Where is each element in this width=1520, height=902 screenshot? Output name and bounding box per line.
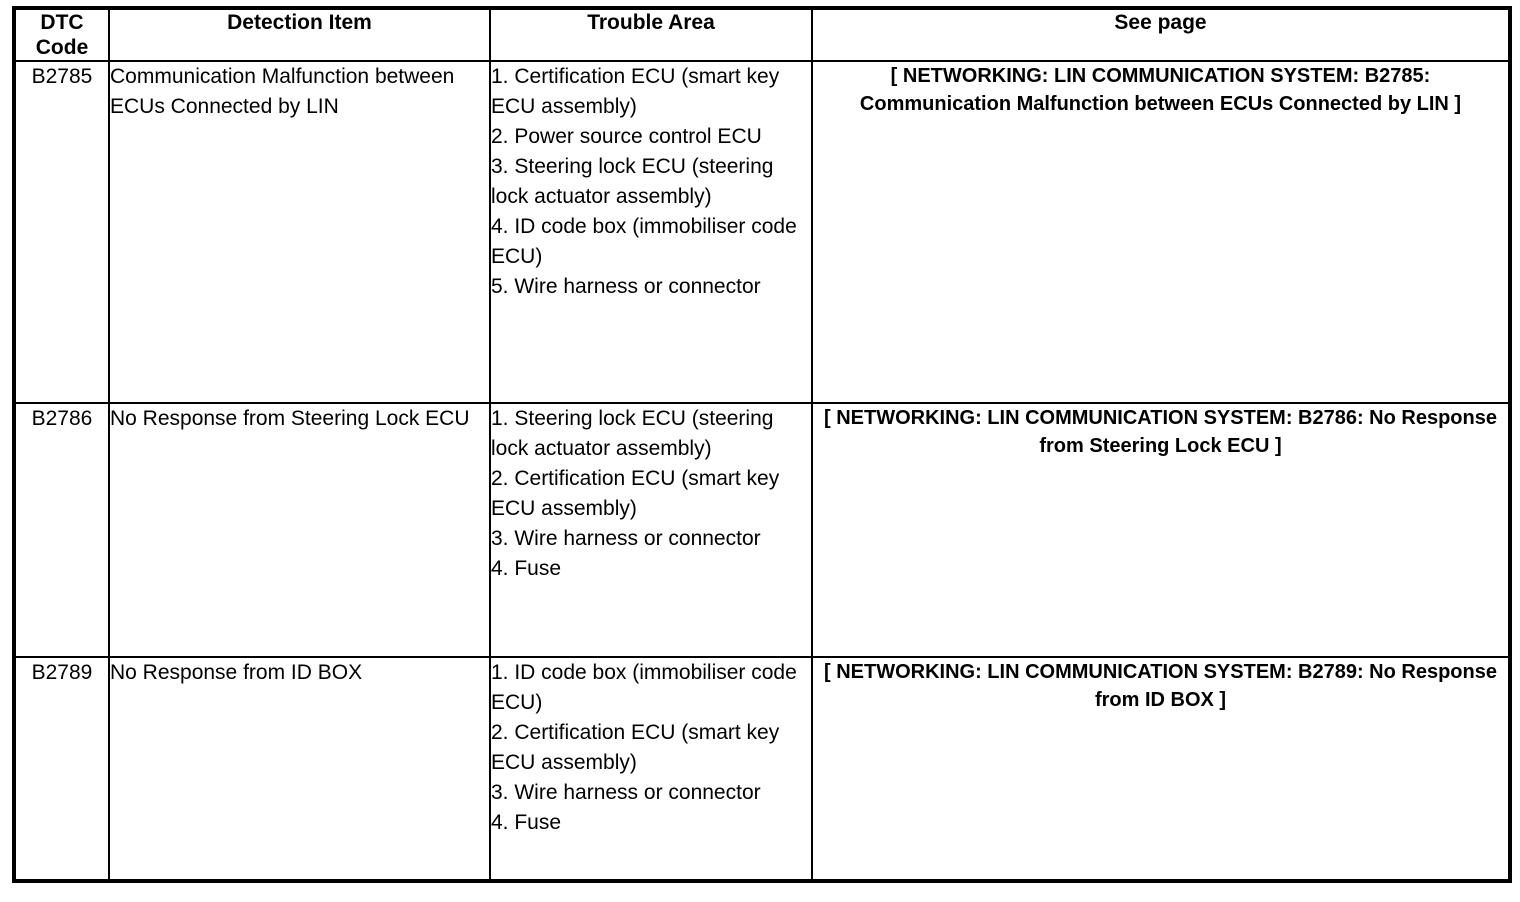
column-header-detection-item: Detection Item <box>108 7 491 62</box>
cell-see-page-reference[interactable]: [ NETWORKING: LIN COMMUNICATION SYSTEM: … <box>811 60 1511 404</box>
table-row: B2789 No Response from ID BOX 1. ID code… <box>13 656 1511 882</box>
table-body: B2785 Communication Malfunction between … <box>13 60 1511 882</box>
cell-trouble-area: 1. Certification ECU (smart key ECU asse… <box>489 60 813 404</box>
cell-see-page-reference[interactable]: [ NETWORKING: LIN COMMUNICATION SYSTEM: … <box>811 656 1511 882</box>
trouble-area-item: 1. Steering lock ECU (steering lock actu… <box>491 407 774 460</box>
trouble-area-item: 4. ID code box (immobiliser code ECU) <box>491 215 797 268</box>
column-header-trouble-area: Trouble Area <box>489 7 813 62</box>
cell-dtc-code: B2785 <box>13 60 110 404</box>
column-header-see-page-line-1: See page <box>1114 11 1207 34</box>
cell-dtc-code: B2786 <box>13 402 110 658</box>
cell-trouble-area: 1. Steering lock ECU (steering lock actu… <box>489 402 813 658</box>
column-header-detection-item-line-1: Detection Item <box>227 11 372 34</box>
trouble-area-item: 3. Wire harness or connector <box>491 781 761 804</box>
column-header-trouble-area-line-1: Trouble Area <box>587 11 715 34</box>
table-row: B2786 No Response from Steering Lock ECU… <box>13 402 1511 658</box>
cell-detection-item: No Response from Steering Lock ECU <box>108 402 491 658</box>
cell-trouble-area: 1. ID code box (immobiliser code ECU) 2.… <box>489 656 813 882</box>
trouble-area-item: 3. Wire harness or connector <box>491 527 761 550</box>
dtc-code-table: DTC Code Detection Item Trouble Area See… <box>12 6 1512 883</box>
trouble-area-item: 2. Certification ECU (smart key ECU asse… <box>491 721 780 774</box>
column-header-dtc-code-line-1: DTC <box>40 11 84 34</box>
trouble-area-item: 4. Fuse <box>491 557 562 580</box>
trouble-area-item: 2. Power source control ECU <box>491 125 762 148</box>
table-header-row: DTC Code Detection Item Trouble Area See… <box>13 7 1511 62</box>
cell-detection-item: No Response from ID BOX <box>108 656 491 882</box>
column-header-see-page: See page <box>811 7 1511 62</box>
cell-detection-item: Communication Malfunction between ECUs C… <box>108 60 491 404</box>
cell-dtc-code: B2789 <box>13 656 110 882</box>
column-header-dtc-code: DTC Code <box>13 7 110 62</box>
trouble-area-item: 1. Certification ECU (smart key ECU asse… <box>491 65 780 118</box>
trouble-area-list: 1. Certification ECU (smart key ECU asse… <box>491 62 811 302</box>
table-header: DTC Code Detection Item Trouble Area See… <box>13 7 1511 62</box>
table-row: B2785 Communication Malfunction between … <box>13 60 1511 404</box>
trouble-area-item: 1. ID code box (immobiliser code ECU) <box>491 661 797 714</box>
trouble-area-list: 1. ID code box (immobiliser code ECU) 2.… <box>491 658 811 838</box>
column-header-dtc-code-line-2: Code <box>35 36 89 59</box>
cell-see-page-reference[interactable]: [ NETWORKING: LIN COMMUNICATION SYSTEM: … <box>811 402 1511 658</box>
trouble-area-list: 1. Steering lock ECU (steering lock actu… <box>491 404 811 584</box>
trouble-area-item: 5. Wire harness or connector <box>491 275 761 298</box>
trouble-area-item: 4. Fuse <box>491 811 562 834</box>
trouble-area-item: 3. Steering lock ECU (steering lock actu… <box>491 155 774 208</box>
trouble-area-item: 2. Certification ECU (smart key ECU asse… <box>491 467 780 520</box>
